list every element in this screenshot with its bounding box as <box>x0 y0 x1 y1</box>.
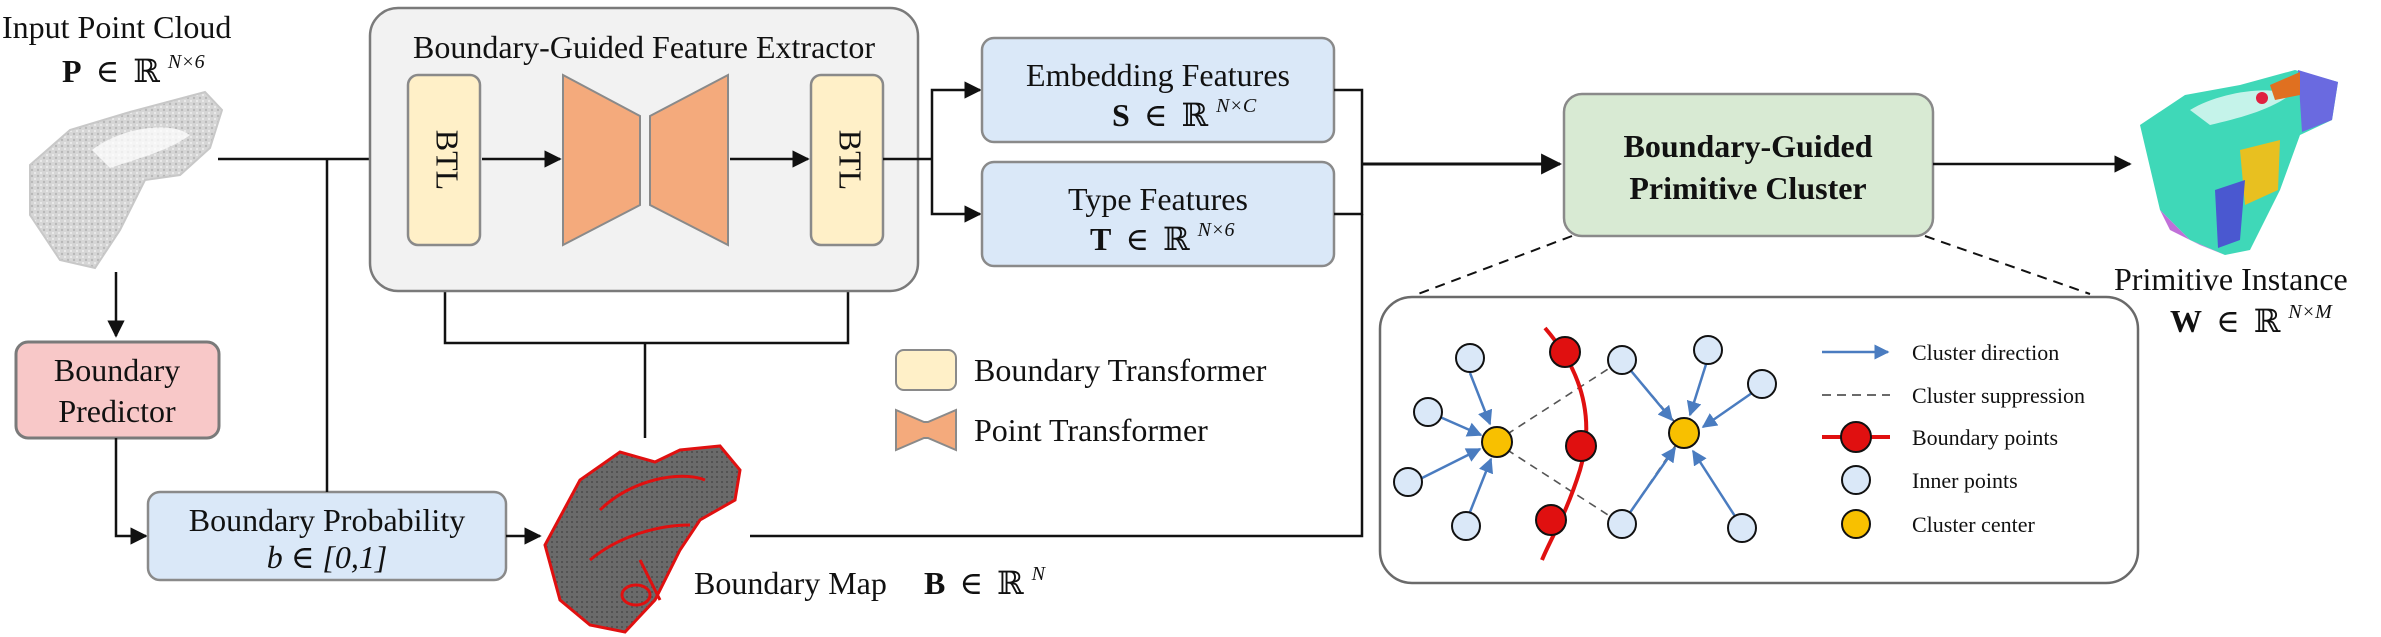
btl-left-label: BTL <box>430 130 466 190</box>
input-title: Input Point Cloud <box>2 9 231 45</box>
input-math: P ∈ ℝ N×6 <box>62 51 205 89</box>
boundary-predictor-box <box>14 340 221 440</box>
suppression-line <box>1494 441 1623 525</box>
legend-point-transformer-swatch <box>895 408 957 452</box>
feature-extractor-panel <box>368 6 920 293</box>
inner-point <box>1607 345 1637 375</box>
arrow-to-type <box>930 159 982 223</box>
inner-points <box>1393 335 1777 543</box>
legend-center-swatch <box>1841 509 1871 539</box>
inner-point <box>1747 369 1777 399</box>
predictor-line1: Boundary <box>54 352 180 388</box>
line-map-to-merge <box>750 214 1364 538</box>
legend-point-transformer-label: Point Transformer <box>974 412 1208 448</box>
input-point-cloud-image <box>29 90 224 270</box>
direction-arrow <box>1468 372 1493 426</box>
direction-arrow <box>1468 457 1493 513</box>
inner-point <box>1413 397 1443 427</box>
boundary-curve <box>1540 326 1589 561</box>
direction-arrow <box>1620 446 1677 525</box>
cluster-center <box>1481 426 1513 458</box>
line-embedding-out <box>1334 88 1364 216</box>
direction-arrow <box>1421 447 1482 480</box>
point-transformer-decoder <box>649 73 729 247</box>
legend-boundary-transformer-swatch <box>895 349 957 391</box>
inner-point <box>1393 467 1423 497</box>
direction-arrow <box>1439 415 1483 437</box>
btl-left-box <box>406 73 482 247</box>
legend-inner-swatch <box>1841 465 1871 495</box>
legend-boundary-swatch <box>1840 421 1872 453</box>
boundary-map-math: B ∈ ℝ N <box>924 563 1047 601</box>
inner-point <box>1455 343 1485 373</box>
legend-inner-label: Inner points <box>1912 468 2018 493</box>
cluster-line1: Boundary-Guided <box>1624 128 1873 164</box>
arrow-to-embedding <box>930 81 982 159</box>
embedding-title: Embedding Features <box>1026 57 1290 93</box>
boundary-point <box>1565 430 1597 462</box>
probability-math: b ∈ [0,1] <box>267 539 388 575</box>
legend-boundary-label: Boundary points <box>1912 425 2058 450</box>
extractor-title: Boundary-Guided Feature Extractor <box>413 29 875 65</box>
probability-title: Boundary Probability <box>189 502 465 538</box>
cluster-line2: Primitive Cluster <box>1629 170 1866 206</box>
boundary-map-title: Boundary Map <box>694 565 887 601</box>
direction-arrow <box>1686 357 1710 417</box>
cluster-center <box>1668 417 1700 449</box>
predictor-line2: Predictor <box>58 393 176 429</box>
direction-arrow <box>1691 449 1742 525</box>
legend-suppression-label: Cluster suppression <box>1912 383 2085 408</box>
legend-boundary-transformer-label: Boundary Transformer <box>974 352 1267 388</box>
zoom-line-left <box>1417 235 1573 295</box>
type-math: T ∈ ℝ N×6 <box>1090 219 1234 257</box>
legend-direction-label: Cluster direction <box>1912 340 2059 365</box>
boundary-point <box>1549 336 1581 368</box>
inner-point <box>1727 513 1757 543</box>
btl-right-label: BTL <box>833 130 869 190</box>
arrow-predictor-to-probability <box>114 438 148 545</box>
inner-point <box>1451 511 1481 541</box>
boundary-points <box>1535 336 1597 536</box>
output-title: Primitive Instance <box>2114 261 2348 297</box>
boundary-map-label: Boundary Map B ∈ ℝ N <box>694 563 1047 601</box>
inner-point <box>1607 509 1637 539</box>
embedding-math: S ∈ ℝ N×C <box>1112 95 1257 133</box>
cluster-centers <box>1481 417 1700 458</box>
cluster-illustration-panel <box>1378 295 2140 585</box>
suppression-line <box>1494 359 1623 443</box>
input-label: Input Point Cloud P ∈ ℝ N×6 <box>2 9 231 89</box>
boundary-point <box>1535 504 1567 536</box>
type-title: Type Features <box>1068 181 1248 217</box>
legend-center-label: Cluster center <box>1912 512 2035 537</box>
inner-point <box>1693 335 1723 365</box>
zoom-line-right <box>1924 235 2091 295</box>
primitive-cluster-box <box>1562 92 1935 238</box>
output-math: W ∈ ℝ N×M <box>2170 301 2333 339</box>
cluster-arrows-left <box>1421 372 1493 513</box>
point-transformer-encoder <box>562 73 641 247</box>
primitive-instance-image <box>2140 70 2338 255</box>
boundary-map-image <box>543 444 742 634</box>
